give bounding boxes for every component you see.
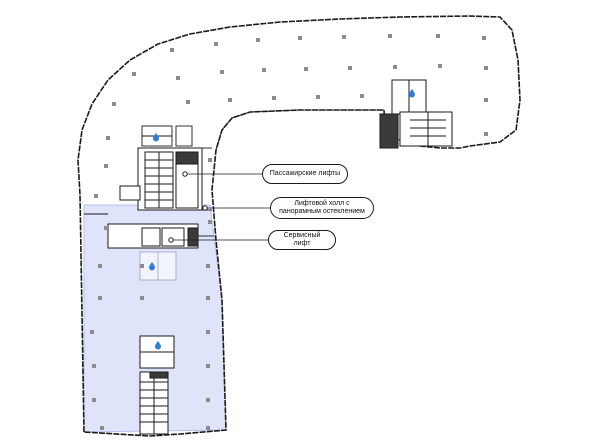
column-marker: [170, 48, 174, 52]
column-marker: [206, 398, 210, 402]
central-core: [107, 147, 203, 249]
column-marker: [484, 132, 488, 136]
column-marker: [176, 76, 180, 80]
callout-dot-icon: [168, 237, 174, 243]
water-drop-icon: [149, 262, 155, 271]
column-marker: [388, 34, 392, 38]
column-marker: [92, 364, 96, 368]
column-marker: [206, 426, 210, 430]
column-marker: [360, 94, 364, 98]
callout-lift-hall-label-2: панорамным остеклением: [279, 208, 365, 215]
column-marker: [140, 296, 144, 300]
column-marker: [436, 34, 440, 38]
column-marker: [140, 264, 144, 268]
column-marker: [220, 70, 224, 74]
south-core: [139, 335, 175, 435]
column-marker: [393, 65, 397, 69]
column-marker: [104, 164, 108, 168]
column-marker: [208, 220, 212, 224]
column-marker: [90, 330, 94, 334]
water-drop-icon: [153, 133, 159, 142]
column-marker: [316, 95, 320, 99]
east-core: [379, 79, 453, 149]
column-marker: [100, 426, 104, 430]
column-marker: [348, 66, 352, 70]
column-marker: [342, 35, 346, 39]
column-marker: [214, 42, 218, 46]
restroom-block-middle: [139, 251, 177, 281]
callout-leaders: [172, 173, 270, 241]
column-marker: [272, 96, 276, 100]
callout-service-lift[interactable]: Сервисный лифт: [268, 230, 336, 250]
column-marker: [208, 158, 212, 162]
column-marker: [228, 98, 232, 102]
column-marker: [206, 364, 210, 368]
callout-service-lift-label: Сервисный лифт: [283, 232, 321, 247]
callout-dot-icon: [202, 205, 208, 211]
column-marker: [304, 67, 308, 71]
column-marker: [298, 36, 302, 40]
column-marker: [112, 102, 116, 106]
column-marker: [256, 38, 260, 42]
column-marker: [94, 194, 98, 198]
restroom-block-north: [141, 125, 193, 147]
inner-facade: [215, 109, 384, 151]
callout-passenger-lifts-label: Пассажирские лифты: [269, 170, 341, 177]
column-marker: [206, 330, 210, 334]
column-marker: [186, 100, 190, 104]
callout-dot-icon: [182, 171, 188, 177]
callout-passenger-lifts[interactable]: Пассажирские лифты: [262, 164, 348, 184]
column-marker: [262, 68, 266, 72]
column-marker: [98, 296, 102, 300]
column-marker: [104, 226, 108, 230]
column-marker: [132, 72, 136, 76]
column-marker: [484, 98, 488, 102]
column-marker: [482, 36, 486, 40]
column-marker: [484, 66, 488, 70]
column-marker: [438, 64, 442, 68]
column-marker: [206, 264, 210, 268]
callout-lift-hall[interactable]: Лифтовой холл с панорамным остеклением: [270, 197, 374, 219]
column-marker: [92, 398, 96, 402]
water-drop-icon: [155, 341, 161, 350]
column-marker: [206, 296, 210, 300]
callout-lift-hall-label-1: Лифтовой холл с: [294, 200, 350, 207]
column-marker: [98, 264, 102, 268]
water-drop-icon: [409, 89, 416, 98]
column-marker: [106, 136, 110, 140]
columns: [90, 34, 488, 430]
building-outline: [77, 15, 521, 437]
